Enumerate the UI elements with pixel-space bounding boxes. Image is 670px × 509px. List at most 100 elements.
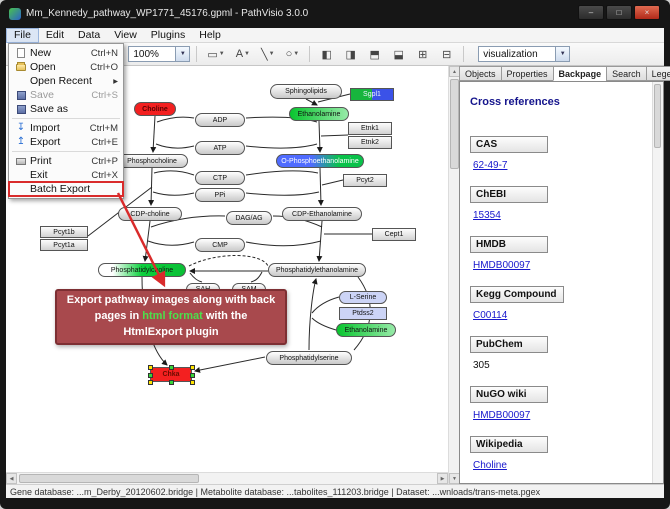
menu-plugins[interactable]: Plugins (144, 28, 192, 43)
selection-handle[interactable] (169, 365, 174, 370)
pathway-node-ethanolamine[interactable]: Ethanolamine (289, 107, 349, 121)
pathway-node-phosphocholine[interactable]: Phosphocholine (116, 154, 188, 168)
file-menu-item-new[interactable]: NewCtrl+N (9, 46, 123, 60)
chevron-down-icon[interactable]: ▼ (555, 47, 569, 61)
chevron-down-icon: ▼ (244, 51, 250, 57)
align-bottom-button[interactable]: ⬓ (388, 44, 409, 64)
xref-link[interactable]: 62-49-7 (473, 160, 507, 171)
tab-backpage[interactable]: Backpage (553, 66, 607, 81)
pathway-node-ptdss2[interactable]: Ptdss2 (339, 307, 387, 320)
scroll-right-icon[interactable]: ▶ (437, 473, 448, 484)
file-menu-item-save[interactable]: SaveCtrl+S (9, 88, 123, 102)
stack-horizontal-button[interactable]: ⊞ (412, 44, 433, 64)
tab-properties[interactable]: Properties (501, 66, 553, 81)
file-menu-item-export[interactable]: ↥ExportCtrl+E (9, 135, 123, 149)
xref-link[interactable]: Choline (473, 460, 507, 471)
pathway-node-l-serine[interactable]: L-Serine (339, 291, 387, 304)
tab-objects[interactable]: Objects (459, 66, 501, 81)
xref-link[interactable]: 15354 (473, 210, 501, 221)
maximize-button[interactable]: □ (606, 5, 632, 20)
file-menu-item-open-recent[interactable]: Open Recent▸ (9, 74, 123, 88)
pathway-node-cept1[interactable]: Cept1 (372, 228, 416, 241)
menu-help[interactable]: Help (192, 28, 228, 43)
pathway-node-sphingolipids[interactable]: Sphingolipids (270, 84, 342, 99)
selection-handle[interactable] (190, 365, 195, 370)
selection-handle[interactable] (148, 365, 153, 370)
pathway-node-ethanolamine[interactable]: Ethanolamine (336, 323, 396, 337)
pathway-node-etnk2[interactable]: Etnk2 (348, 136, 392, 149)
pathway-node-sgpl1[interactable]: Sgpl1 (350, 88, 394, 101)
file-menu-item-batch-export[interactable]: Batch Export (9, 182, 123, 196)
xref-link[interactable]: C00114 (473, 310, 507, 321)
horizontal-scroll-thumb[interactable] (19, 474, 199, 483)
pathway-node-cdp-choline[interactable]: CDP-choline (118, 207, 182, 221)
pathway-node-dag-ag[interactable]: DAG/AG (226, 211, 272, 225)
pathway-node-atp[interactable]: ATP (195, 141, 245, 155)
align-right-button[interactable]: ◨ (340, 44, 361, 64)
chevron-down-icon: ▼ (269, 51, 275, 57)
menu-data[interactable]: Data (71, 28, 107, 43)
callout-text-line: Export pathway images along with back (67, 293, 275, 309)
scroll-left-icon[interactable]: ◀ (6, 473, 17, 484)
side-panel-tabs: ObjectsPropertiesBackpageSearchLegend (459, 66, 670, 81)
minimize-button[interactable]: – (578, 5, 604, 20)
pathway-node-phosphatidylethanolamine[interactable]: Phosphatidylethanolamine (268, 263, 366, 277)
file-menu-item-open[interactable]: OpenCtrl+O (9, 60, 123, 74)
pathway-node-chka[interactable]: Chka (150, 367, 192, 382)
xref-link[interactable]: HMDB00097 (473, 260, 530, 271)
pathway-node-ppi[interactable]: PPi (195, 188, 245, 202)
menu-edit[interactable]: Edit (39, 28, 71, 43)
pathway-node-pcyt2[interactable]: Pcyt2 (343, 174, 387, 187)
selection-handle[interactable] (190, 380, 195, 385)
file-menu-item-import[interactable]: ↧ImportCtrl+M (9, 121, 123, 135)
file-menu-item-exit[interactable]: ExitCtrl+X (9, 168, 123, 182)
pathway-node-pcyt1a[interactable]: Pcyt1a (40, 239, 88, 251)
selection-handle[interactable] (148, 380, 153, 385)
chevron-down-icon[interactable]: ▼ (175, 47, 189, 61)
zoom-combobox[interactable]: 100% ▼ (128, 46, 190, 62)
vertical-scroll-thumb[interactable] (450, 79, 459, 169)
pathway-node-ctp[interactable]: CTP (195, 171, 245, 185)
menu-item-label: Export (28, 136, 91, 148)
xref-link[interactable]: HMDB00097 (473, 410, 530, 421)
shape-tool-button[interactable]: ○▼ (282, 44, 304, 64)
pathway-node-phosphatidylcholine[interactable]: Phosphatidylcholine (98, 263, 186, 277)
selection-handle[interactable] (169, 380, 174, 385)
line-tool-button[interactable]: ╲▼ (257, 44, 279, 64)
visualization-combobox[interactable]: visualization ▼ (478, 46, 570, 62)
menu-separator (12, 118, 120, 119)
menu-view[interactable]: View (107, 28, 144, 43)
backpage-section-wikipedia: WikipediaCholine (470, 434, 663, 471)
align-top-button[interactable]: ⬒ (364, 44, 385, 64)
menu-file[interactable]: File (6, 28, 39, 43)
tab-legend[interactable]: Legend (646, 66, 670, 81)
pathway-node-adp[interactable]: ADP (195, 113, 245, 127)
callout-text: with the (203, 310, 248, 322)
canvas-vertical-scrollbar[interactable]: ▲ ▼ (448, 66, 459, 484)
pathway-node-etnk1[interactable]: Etnk1 (348, 122, 392, 135)
pathway-node-pcyt1b[interactable]: Pcyt1b (40, 226, 88, 238)
menu-item-label: Print (28, 155, 91, 167)
callout-text-line: HtmlExport plugin (123, 325, 218, 341)
backpage-section-kegg-compound: Kegg CompoundC00114 (470, 284, 663, 321)
pathway-node-o-phosphoethanolamine[interactable]: O-Phosphoethanolamine (276, 154, 364, 168)
datanode-tool-button[interactable]: ▭▼ (203, 44, 228, 64)
close-button[interactable]: × (634, 5, 660, 20)
zoom-value: 100% (129, 49, 175, 60)
file-menu-item-print[interactable]: PrintCtrl+P (9, 154, 123, 168)
stack-vertical-button[interactable]: ⊟ (436, 44, 457, 64)
pathway-node-choline[interactable]: Choline (134, 102, 176, 116)
selection-handle[interactable] (148, 373, 153, 378)
selection-handle[interactable] (190, 373, 195, 378)
backpage-scroll-thumb[interactable] (654, 84, 661, 148)
pathway-node-cdp-ethanolamine[interactable]: CDP-Ethanolamine (282, 207, 362, 221)
file-menu-item-save-as[interactable]: Save as (9, 102, 123, 116)
menu-item-label: Save as (28, 103, 118, 115)
canvas-horizontal-scrollbar[interactable]: ◀ ▶ (6, 472, 448, 484)
backpage-scrollbar[interactable] (652, 82, 663, 483)
tab-search[interactable]: Search (606, 66, 646, 81)
label-tool-button[interactable]: A▼ (232, 44, 254, 64)
pathway-node-phosphatidylserine[interactable]: Phosphatidylserine (266, 351, 352, 365)
align-left-button[interactable]: ◧ (316, 44, 337, 64)
pathway-node-cmp[interactable]: CMP (195, 238, 245, 252)
